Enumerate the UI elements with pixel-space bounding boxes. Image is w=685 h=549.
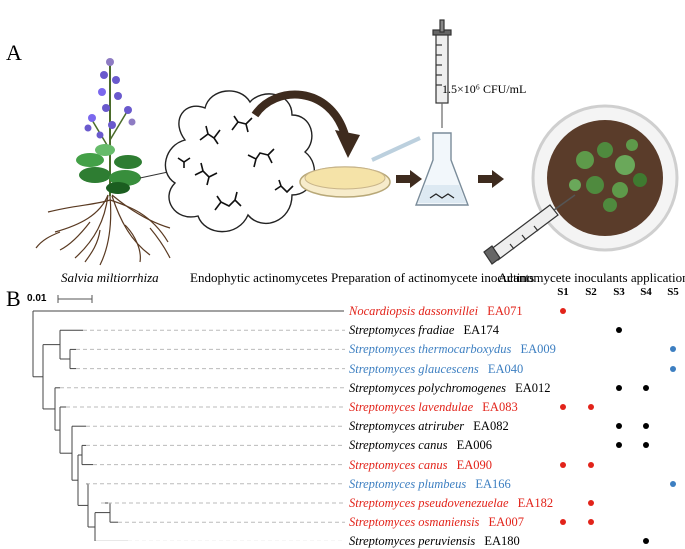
arrow-right-icon-2 bbox=[478, 170, 504, 188]
treatment-dot bbox=[588, 519, 594, 526]
treatment-dot bbox=[616, 327, 622, 334]
syringe-vertical-icon bbox=[432, 19, 452, 128]
taxon-strain-id: EA071 bbox=[484, 304, 523, 318]
taxon-strain-id: EA166 bbox=[472, 476, 511, 491]
treatment-dot bbox=[588, 461, 594, 468]
treatment-dot bbox=[560, 308, 566, 314]
treatment-dot bbox=[616, 384, 622, 391]
taxon-strain-id: EA007 bbox=[485, 515, 524, 530]
treatment-dot bbox=[560, 404, 566, 410]
column-header-s2: S2 bbox=[585, 286, 597, 298]
pipette-icon bbox=[371, 136, 421, 162]
arrow-right-icon-1 bbox=[396, 170, 422, 188]
taxon-strain-id: EA090 bbox=[453, 457, 493, 472]
caption-plant: Salvia miltiorrhiza bbox=[61, 270, 159, 285]
treatment-dot bbox=[643, 384, 649, 391]
erlenmeyer-flask-icon bbox=[414, 132, 470, 206]
taxon-species-name: Streptomyces pseudovenezuelae bbox=[349, 496, 509, 510]
scale-bar bbox=[57, 295, 93, 303]
taxon-row: Streptomyces osmaniensis EA007 bbox=[349, 514, 524, 530]
taxon-strain-id: EA082 bbox=[470, 419, 509, 434]
leaf-guide-lines bbox=[60, 329, 345, 541]
taxon-row: Streptomyces peruviensis EA180 bbox=[349, 533, 520, 549]
curved-arrow-icon bbox=[251, 90, 349, 137]
caption-endophytes: Endophytic actinomycetes bbox=[190, 270, 328, 285]
taxon-row: Streptomyces canus EA090 bbox=[349, 457, 492, 473]
treatment-dot bbox=[643, 423, 649, 430]
scale-bar-label: 0.01 bbox=[27, 293, 47, 304]
treatment-dot bbox=[643, 442, 649, 449]
treatment-dot bbox=[560, 519, 566, 526]
syringe-diagonal-icon bbox=[483, 194, 576, 265]
actinomycete-colonies bbox=[177, 115, 294, 211]
taxon-row: Streptomyces thermocarboxydus EA009 bbox=[349, 341, 556, 357]
taxon-strain-id: EA182 bbox=[514, 496, 554, 510]
taxon-row: Streptomyces pseudovenezuelae EA182 bbox=[349, 495, 553, 511]
taxon-row: Nocardiopsis dassonvillei EA071 bbox=[349, 303, 523, 319]
taxon-row: Streptomyces plumbeus EA166 bbox=[349, 476, 511, 492]
column-header-s1: S1 bbox=[557, 286, 569, 298]
treatment-dot bbox=[588, 500, 594, 506]
taxon-row: Streptomyces lavendulae EA083 bbox=[349, 399, 518, 415]
taxon-row: Streptomyces fradiae EA174 bbox=[349, 322, 499, 338]
treatment-dot bbox=[670, 480, 676, 487]
taxon-species-name: Streptomyces peruviensis bbox=[349, 534, 476, 549]
taxon-strain-id: EA180 bbox=[481, 534, 520, 549]
treatment-dot bbox=[588, 404, 594, 410]
taxon-species-name: Streptomyces thermocarboxydus bbox=[349, 342, 512, 357]
phylogenetic-tree bbox=[32, 310, 344, 541]
taxon-row: Streptomyces canus EA006 bbox=[349, 437, 492, 453]
taxon-species-name: Streptomyces canus bbox=[349, 438, 448, 453]
taxon-strain-id: EA009 bbox=[517, 342, 556, 357]
treatment-dot bbox=[616, 423, 622, 430]
taxon-strain-id: EA040 bbox=[484, 361, 524, 376]
treatment-dot bbox=[560, 461, 566, 468]
treatment-dot bbox=[670, 346, 676, 353]
plant-pot-icon bbox=[531, 104, 679, 252]
taxon-species-name: Streptomyces osmaniensis bbox=[349, 515, 480, 530]
treatment-dot bbox=[616, 442, 622, 449]
column-header-s4: S4 bbox=[640, 286, 652, 298]
inoculum-concentration-label: 1.5×10⁶ CFU/mL bbox=[442, 82, 527, 96]
taxon-species-name: Streptomyces fradiae bbox=[349, 323, 455, 338]
taxon-row: Streptomyces atriruber EA082 bbox=[349, 418, 509, 434]
caption-application: Actinomycete inoculants application bbox=[498, 270, 685, 285]
treatment-dot bbox=[643, 538, 649, 545]
salvia-plant-illustration bbox=[35, 194, 171, 266]
panel-a-label: A bbox=[6, 40, 22, 65]
column-header-s3: S3 bbox=[613, 286, 625, 298]
panel-b-label: B bbox=[6, 286, 21, 311]
taxon-strain-id: EA012 bbox=[512, 380, 551, 395]
taxon-strain-id: EA083 bbox=[479, 400, 518, 414]
treatment-dot bbox=[670, 365, 676, 372]
caption-preparation: Preparation of actinomycete inoculants bbox=[331, 270, 535, 285]
petri-dish-icon bbox=[299, 166, 391, 198]
taxon-row: Streptomyces glaucescens EA040 bbox=[349, 361, 523, 377]
taxon-species-name: Streptomyces canus bbox=[349, 457, 448, 472]
taxon-strain-id: EA006 bbox=[453, 438, 493, 453]
taxon-species-name: Streptomyces lavendulae bbox=[349, 400, 474, 414]
taxon-species-name: Streptomyces plumbeus bbox=[349, 476, 467, 491]
column-header-s5: S5 bbox=[667, 286, 679, 298]
actinomycete-cloud bbox=[164, 90, 315, 233]
taxon-species-name: Nocardiopsis dassonvillei bbox=[349, 304, 479, 318]
taxon-species-name: Streptomyces atriruber bbox=[349, 419, 465, 434]
taxon-species-name: Streptomyces polychromogenes bbox=[349, 380, 507, 395]
taxon-strain-id: EA174 bbox=[460, 323, 499, 338]
taxon-row: Streptomyces polychromogenes EA012 bbox=[349, 380, 551, 396]
plant-stem bbox=[76, 60, 142, 196]
arrow-head-icon bbox=[335, 130, 360, 158]
plant-flowers bbox=[84, 58, 136, 139]
taxon-species-name: Streptomyces glaucescens bbox=[349, 361, 479, 376]
